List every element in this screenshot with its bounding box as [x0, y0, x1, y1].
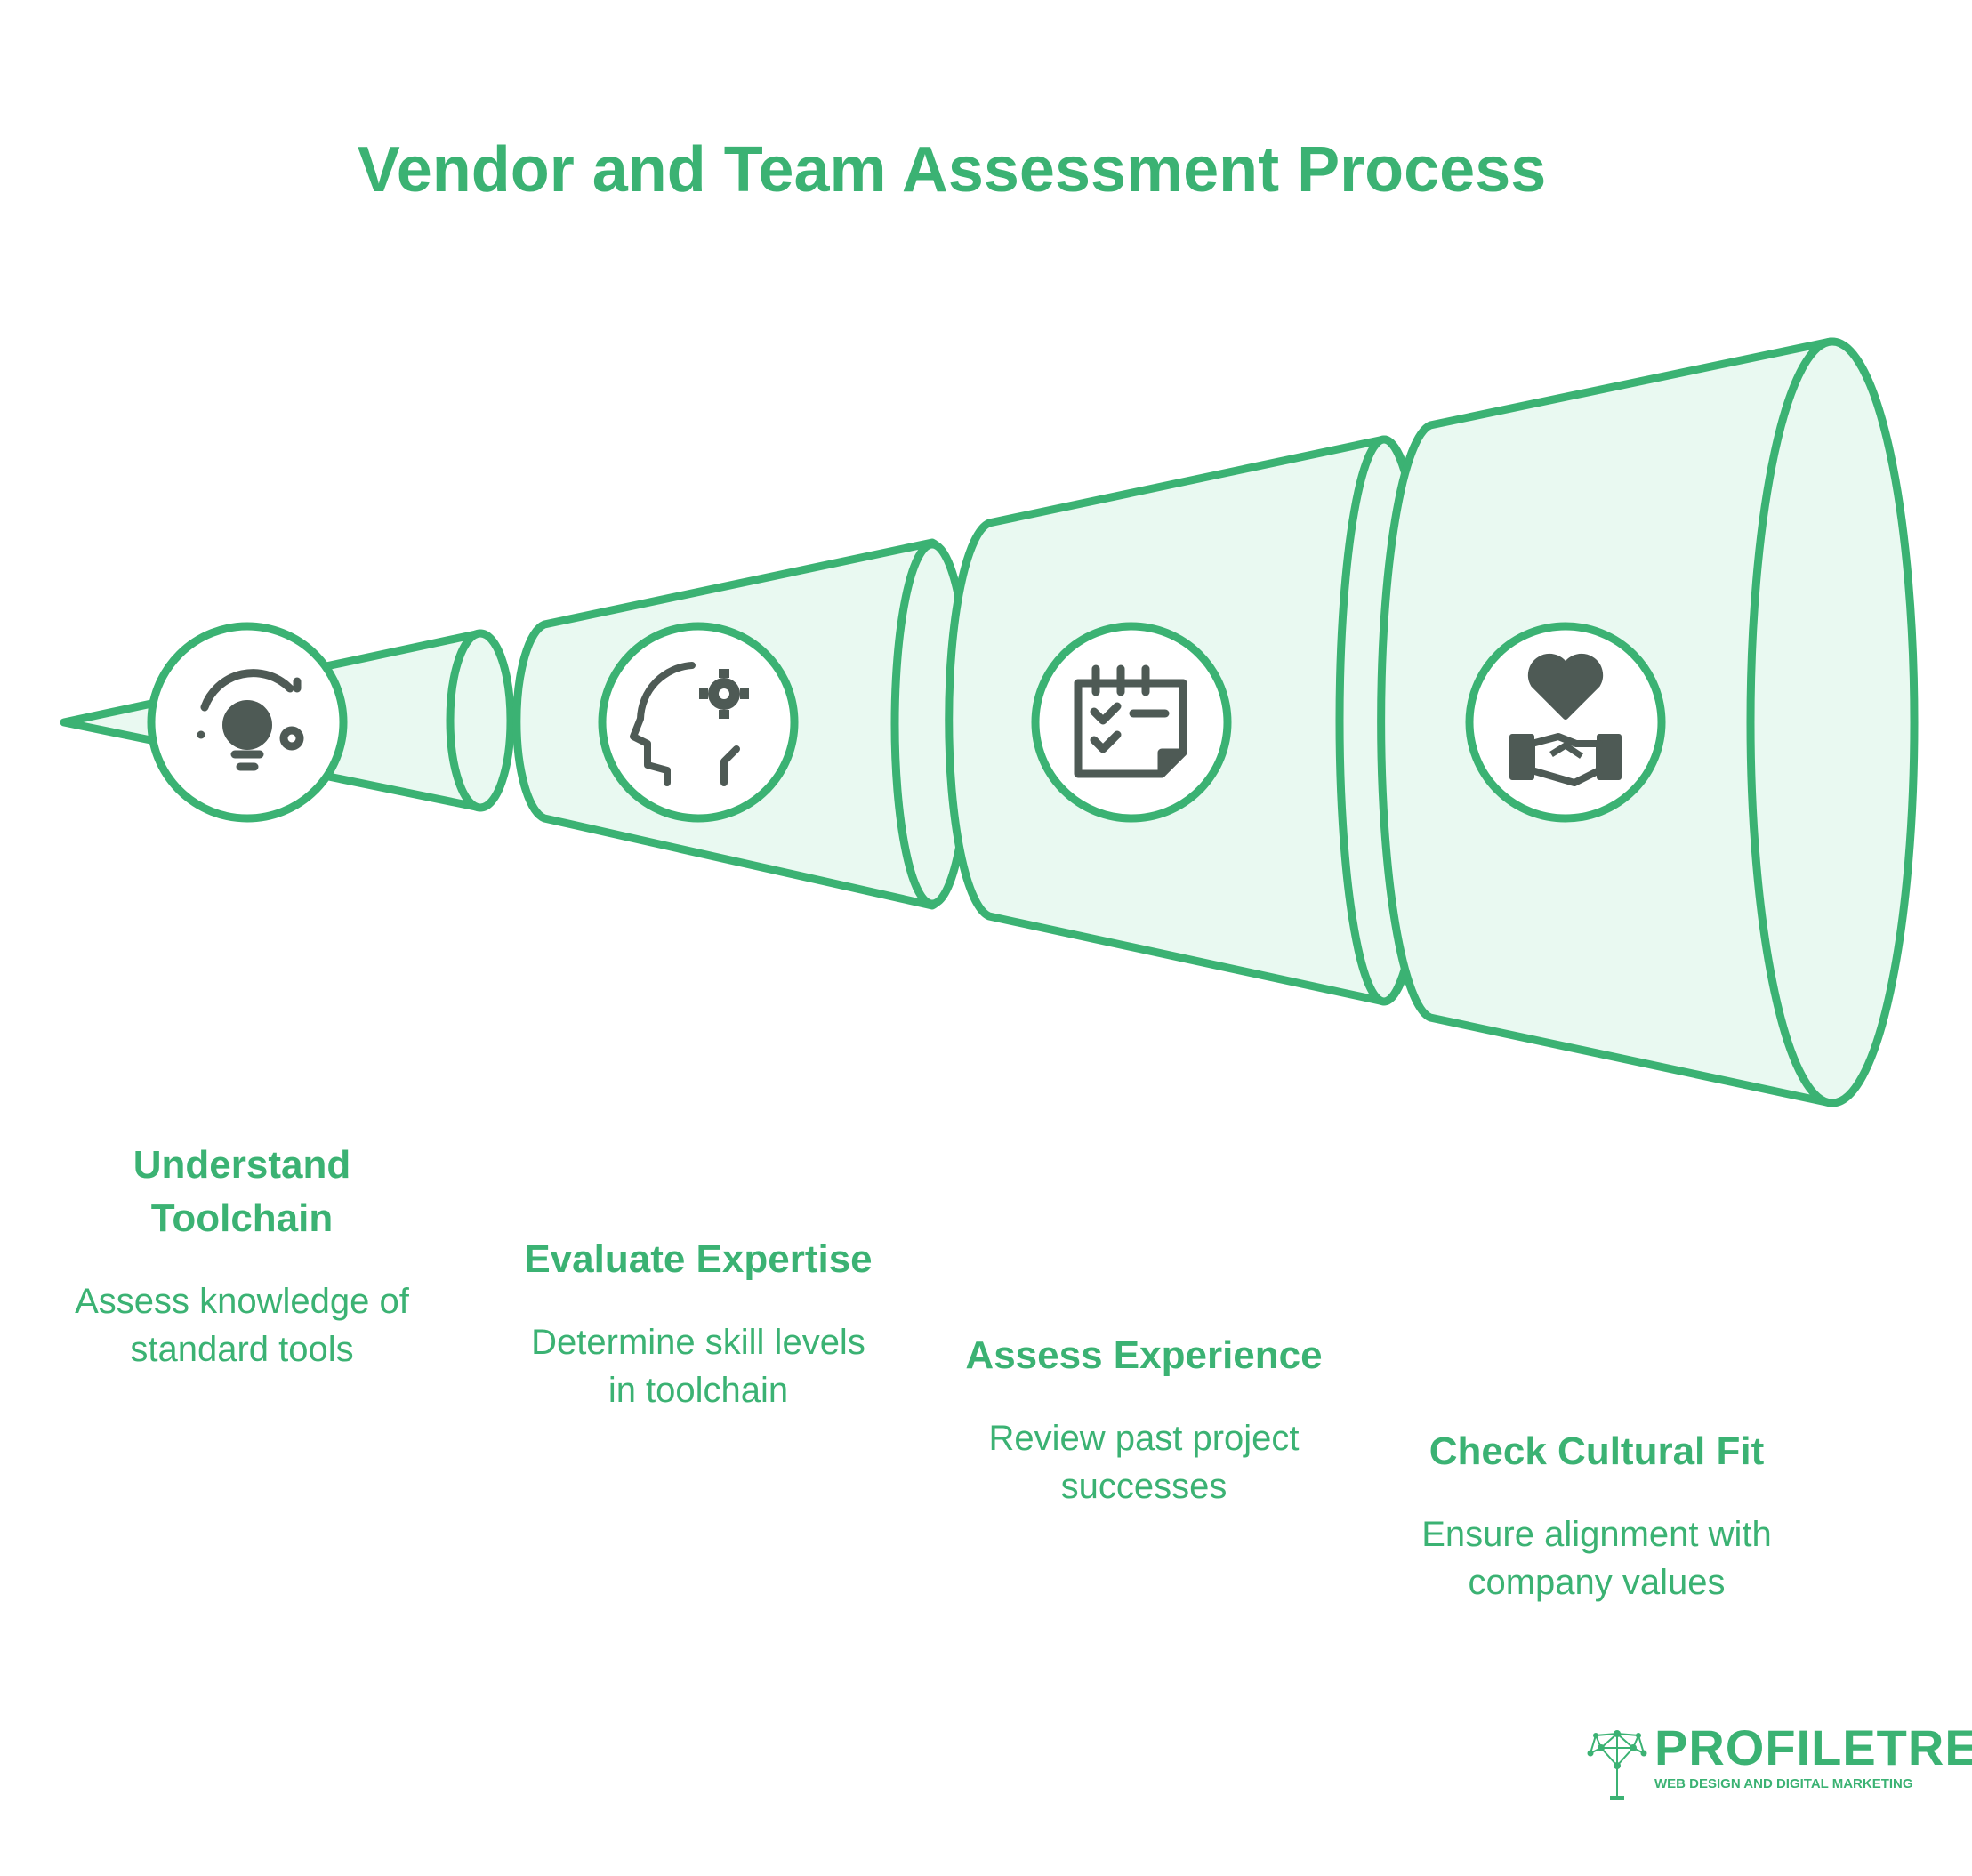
head-gear-icon — [630, 662, 749, 786]
step-title: Evaluate Expertise — [524, 1237, 873, 1281]
step-description: Review past project successes — [988, 1419, 1300, 1506]
calendar-checklist-icon — [1074, 664, 1187, 778]
step-4-icon-circle — [1465, 622, 1666, 823]
step-3-icon-circle — [1031, 622, 1232, 823]
logo-tagline: WEB DESIGN AND DIGITAL MARKETING — [1654, 1776, 1913, 1791]
step-2-icon-circle — [598, 622, 799, 823]
step-description: Ensure alignment with company values — [1421, 1515, 1772, 1602]
funnel-rim-1 — [446, 629, 515, 812]
step-evaluate-expertise: Evaluate Expertise Determine skill level… — [494, 1233, 903, 1414]
step-check-cultural-fit: Check Cultural Fit Ensure alignment with… — [1392, 1425, 1801, 1606]
profiletree-logo: PROFILETREE WEB DESIGN AND DIGITAL MARKE… — [1583, 1721, 1972, 1801]
step-description: Assess knowledge of standard tools — [75, 1282, 409, 1369]
lightbulb-cycle-icon — [197, 669, 304, 771]
logo-name: PROFILETREE — [1654, 1719, 1972, 1775]
heart-handshake-icon — [1509, 653, 1622, 786]
funnel-rim-4 — [1746, 337, 1919, 1107]
tree-network-icon — [1587, 1730, 1647, 1800]
step-title: Assess Experience — [965, 1333, 1323, 1377]
page-title: Vendor and Team Assessment Process — [357, 134, 1547, 205]
step-understand-toolchain: Understand Toolchain Assess knowledge of… — [37, 1139, 447, 1373]
step-title: Understand Toolchain — [133, 1143, 351, 1240]
step-assess-experience: Assess Experience Review past project su… — [939, 1329, 1348, 1510]
step-description: Determine skill levels in toolchain — [531, 1323, 865, 1410]
step-title: Check Cultural Fit — [1429, 1429, 1765, 1473]
